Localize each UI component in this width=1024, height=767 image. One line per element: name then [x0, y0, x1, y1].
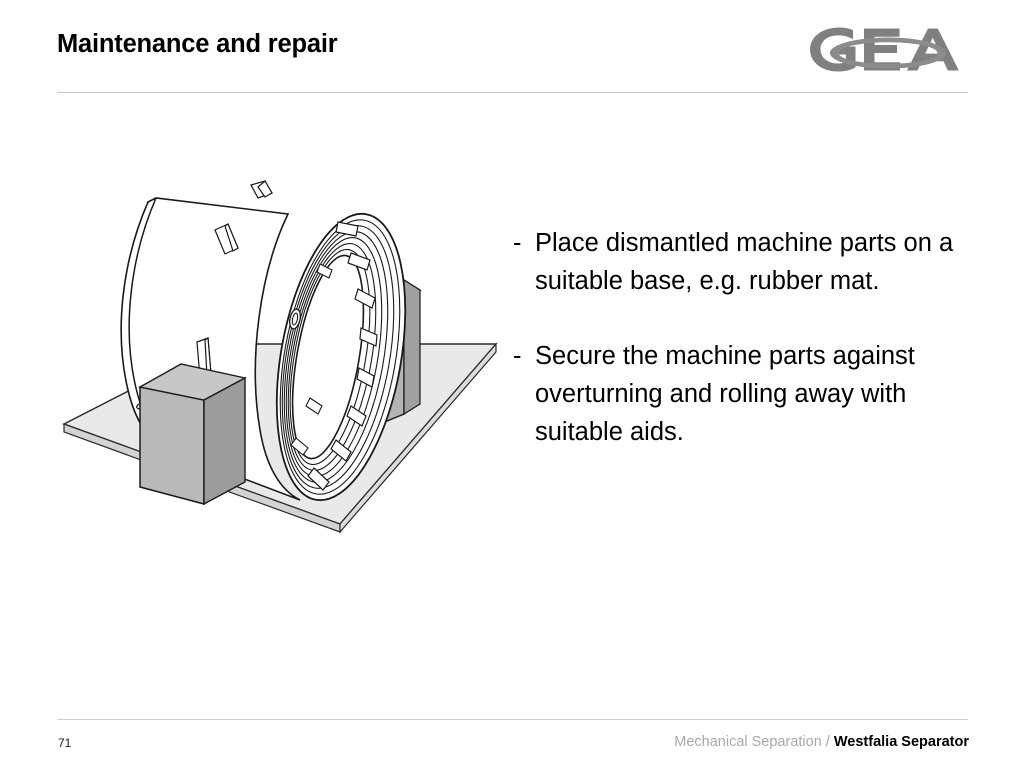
gea-letter-g [810, 27, 856, 72]
gea-logo [796, 18, 976, 80]
rim-lug-eye-inner [291, 312, 299, 326]
bullet-text: Secure the machine parts against overtur… [535, 342, 915, 446]
bullet-text: Place dismantled machine parts on a suit… [535, 229, 954, 295]
list-item: - Secure the machine parts against overt… [513, 337, 983, 451]
footer-divider [57, 719, 968, 720]
rubber-mat-edge-right [339, 342, 497, 534]
gea-letter-a [907, 28, 959, 71]
rear-chock-side [403, 278, 421, 416]
bowl-shell-grooved-rim [275, 212, 407, 502]
front-chock-face [139, 386, 205, 505]
footer-meta: Mechanical Separation / Westfalia Separa… [674, 734, 969, 750]
page-title: Maintenance and repair [57, 30, 338, 58]
bullet-marker: - [513, 342, 522, 370]
page-number: 71 [58, 736, 72, 750]
list-item: - Place dismantled machine parts on a su… [513, 224, 983, 300]
front-chock-block [138, 363, 248, 506]
separator-bowl-on-rubber-mat-diagram [52, 152, 512, 562]
front-chock-side [203, 376, 246, 506]
footer-brand: Westfalia Separator [833, 734, 969, 750]
rim-slots [307, 221, 378, 491]
footer-department: Mechanical Separation / [674, 734, 830, 750]
bowl-shell-slots [196, 180, 273, 379]
bullet-list: - Place dismantled machine parts on a su… [513, 224, 983, 451]
bullet-marker: - [513, 229, 522, 257]
rim-inner-notches [290, 263, 333, 456]
header-divider [57, 92, 968, 93]
